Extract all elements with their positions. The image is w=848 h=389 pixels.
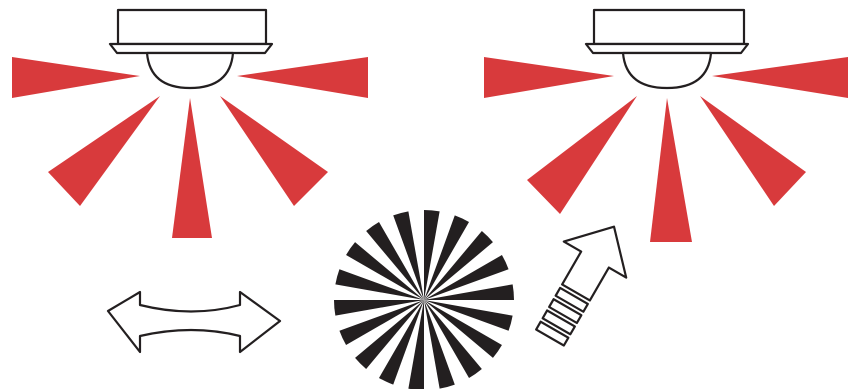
star-sector	[424, 231, 493, 300]
siemens-star-icon	[334, 210, 514, 389]
dome-camera-right	[484, 8, 848, 242]
ray-left-southwest	[48, 96, 160, 206]
star-sector	[424, 215, 469, 300]
star-sector	[355, 300, 424, 369]
star-sector	[424, 255, 509, 300]
camera-base-right	[584, 42, 750, 55]
emission-rays-left	[12, 57, 368, 238]
camera-dome-right	[621, 51, 713, 90]
star-sector	[335, 269, 424, 300]
ray-left-west	[12, 57, 140, 98]
ray-right-west	[484, 57, 614, 98]
star-sector	[379, 300, 424, 385]
star-sector	[408, 300, 424, 389]
dome-camera-left	[12, 8, 368, 238]
star-sector	[424, 210, 440, 300]
ray-left-east	[237, 57, 368, 98]
star-sector	[424, 300, 513, 331]
dome-camera-icon	[584, 8, 750, 90]
star-sectors	[334, 210, 514, 389]
star-sector	[339, 300, 424, 345]
arrow-tail-segment-3	[541, 309, 576, 336]
arrow-tail-segment-1	[554, 286, 589, 313]
star-sector	[393, 211, 424, 300]
star-sector	[366, 222, 424, 300]
ray-right-southwest	[527, 96, 637, 214]
star-sector	[424, 284, 514, 300]
star-sector	[334, 300, 424, 316]
ray-right-south	[650, 98, 692, 242]
ray-right-east	[712, 57, 848, 98]
arrow-tail-segment-4	[535, 320, 570, 347]
dome-camera-icon	[108, 8, 274, 90]
camera-housing-right	[592, 8, 746, 46]
emission-rays-right	[484, 57, 848, 242]
camera-dome-left	[145, 51, 235, 90]
star-sector	[424, 300, 482, 378]
star-sector	[346, 242, 424, 300]
star-sector	[424, 300, 455, 389]
star-sector	[424, 300, 502, 358]
camera-housing-left	[116, 8, 268, 46]
double-headed-curved-arrow-icon	[106, 290, 282, 354]
ray-left-southeast	[220, 96, 328, 206]
diagonal-up-arrow-icon	[535, 225, 628, 347]
ray-right-southeast	[700, 96, 806, 206]
arrow-tail-segment-2	[548, 298, 583, 325]
arrow-head	[561, 225, 628, 302]
camera-base-left	[108, 42, 274, 55]
ray-left-south	[172, 98, 212, 238]
